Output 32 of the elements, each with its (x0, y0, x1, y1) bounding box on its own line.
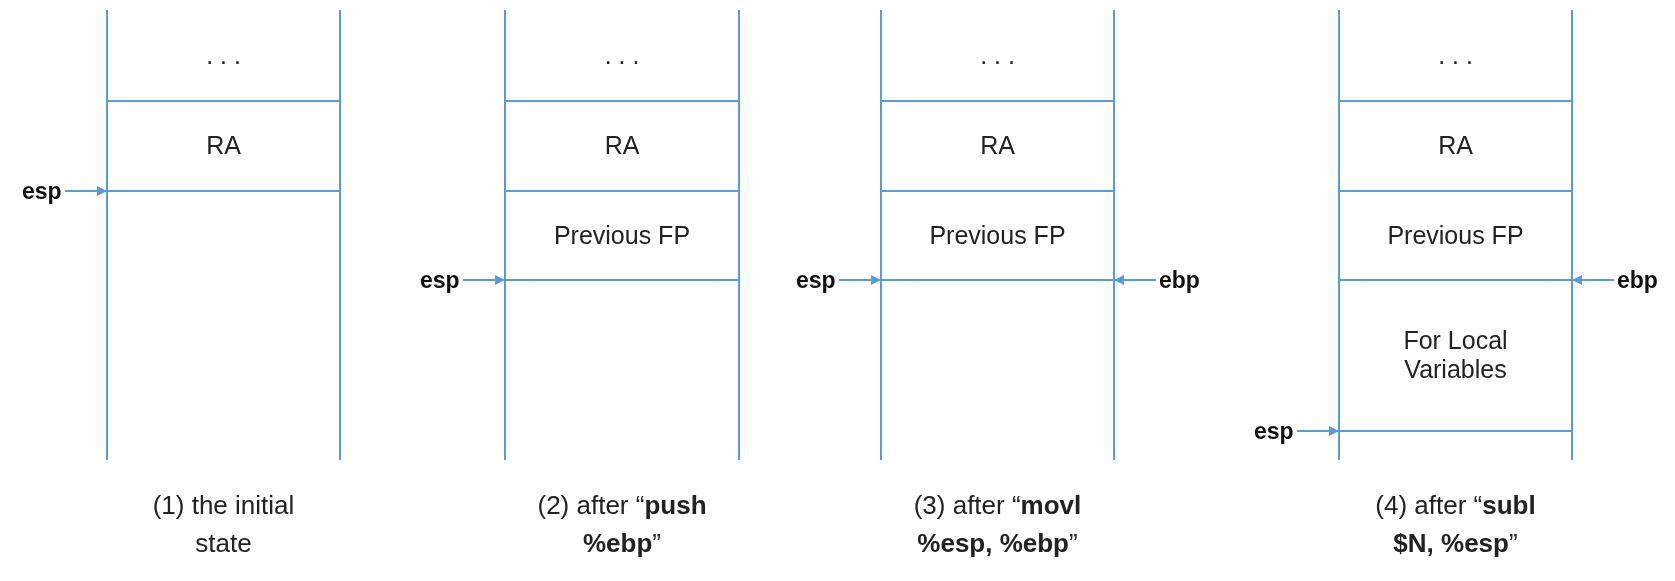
stack-cell: Previous FP (882, 191, 1113, 281)
stack-cell: . . . (108, 10, 339, 102)
register-label: ebp (1617, 266, 1658, 294)
stack-column (1338, 10, 1573, 460)
pointer-arrow (1114, 275, 1157, 285)
register-label: ebp (1159, 266, 1200, 294)
stack-cell: RA (108, 101, 339, 192)
stack-caption: (4) after “subl $N, %esp” (1374, 489, 1537, 560)
register-label: esp (1254, 417, 1294, 445)
stack-cell: . . . (506, 10, 738, 102)
register-label: esp (22, 177, 62, 205)
stack-cell: RA (1340, 101, 1571, 192)
pointer-arrow (1572, 275, 1615, 285)
register-label: esp (420, 266, 460, 294)
stack-cell: . . . (1340, 10, 1571, 102)
stack-cell: . . . (882, 10, 1113, 102)
pointer-arrow (64, 186, 107, 196)
stack-caption: (2) after “push %ebp” (536, 489, 708, 560)
pointer-arrow (462, 275, 505, 285)
stack-cell: Previous FP (1340, 191, 1571, 281)
pointer-arrow (1296, 426, 1339, 436)
stack-column (880, 10, 1115, 460)
stack-caption: (3) after “movl %esp, %ebp” (912, 489, 1083, 560)
stack-cell: RA (882, 101, 1113, 192)
stack-cell: For Local Variables (1340, 280, 1571, 432)
stack-column (504, 10, 740, 460)
register-label: esp (796, 266, 836, 294)
pointer-arrow (838, 275, 881, 285)
stack-cell: Previous FP (506, 191, 738, 281)
stack-cell: RA (506, 101, 738, 192)
stack-column (106, 10, 341, 460)
stack-caption: (1) the initial state (151, 489, 296, 560)
